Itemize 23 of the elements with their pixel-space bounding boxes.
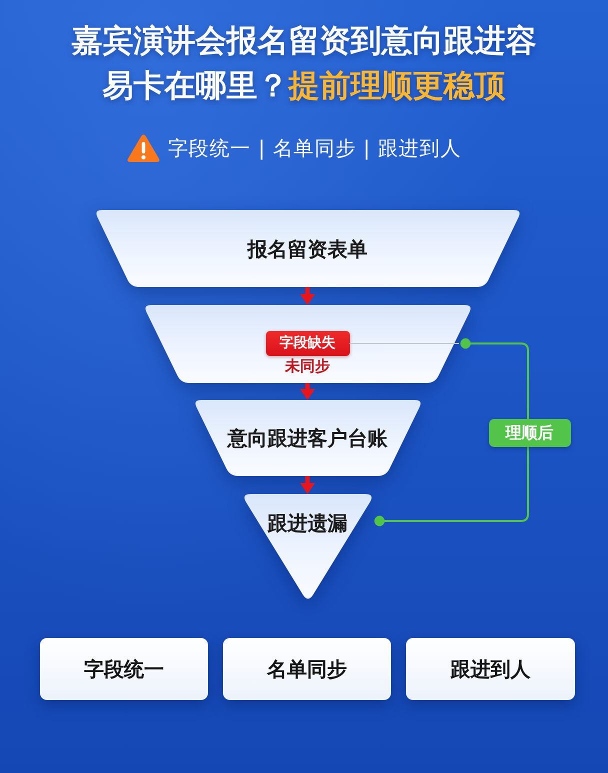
arrow xyxy=(300,383,315,400)
status-tag xyxy=(266,331,350,356)
arrow xyxy=(300,476,315,494)
summary-card xyxy=(223,638,391,700)
card-label: 名单同步 xyxy=(267,656,347,682)
card-label: 字段统一 xyxy=(84,656,164,682)
card-label: 跟进到人 xyxy=(450,656,530,682)
status-note: 未同步 xyxy=(285,356,330,376)
tag-label: 字段缺失 xyxy=(280,334,336,353)
edge-label: 理顺后 xyxy=(488,419,570,447)
summary-card xyxy=(406,638,575,700)
stage-label: 意向跟进客户台账 xyxy=(228,425,388,451)
leader-line xyxy=(349,343,460,344)
stage-label: 跟进遗漏 xyxy=(268,510,348,536)
connector-line xyxy=(374,338,529,526)
funnel-stage xyxy=(94,210,522,287)
stage-label: 报名留资表单 xyxy=(248,236,368,262)
title: 嘉宾演讲会报名留资到意向跟进容易卡在哪里？提前理顺更稳顶 xyxy=(70,22,538,106)
summary-card xyxy=(40,638,208,700)
arrow xyxy=(300,287,315,305)
funnel-stage xyxy=(142,305,472,383)
funnel-stage xyxy=(192,400,422,476)
subtitle: 字段统一 | 名单同步 | 跟进到人 xyxy=(168,135,462,161)
